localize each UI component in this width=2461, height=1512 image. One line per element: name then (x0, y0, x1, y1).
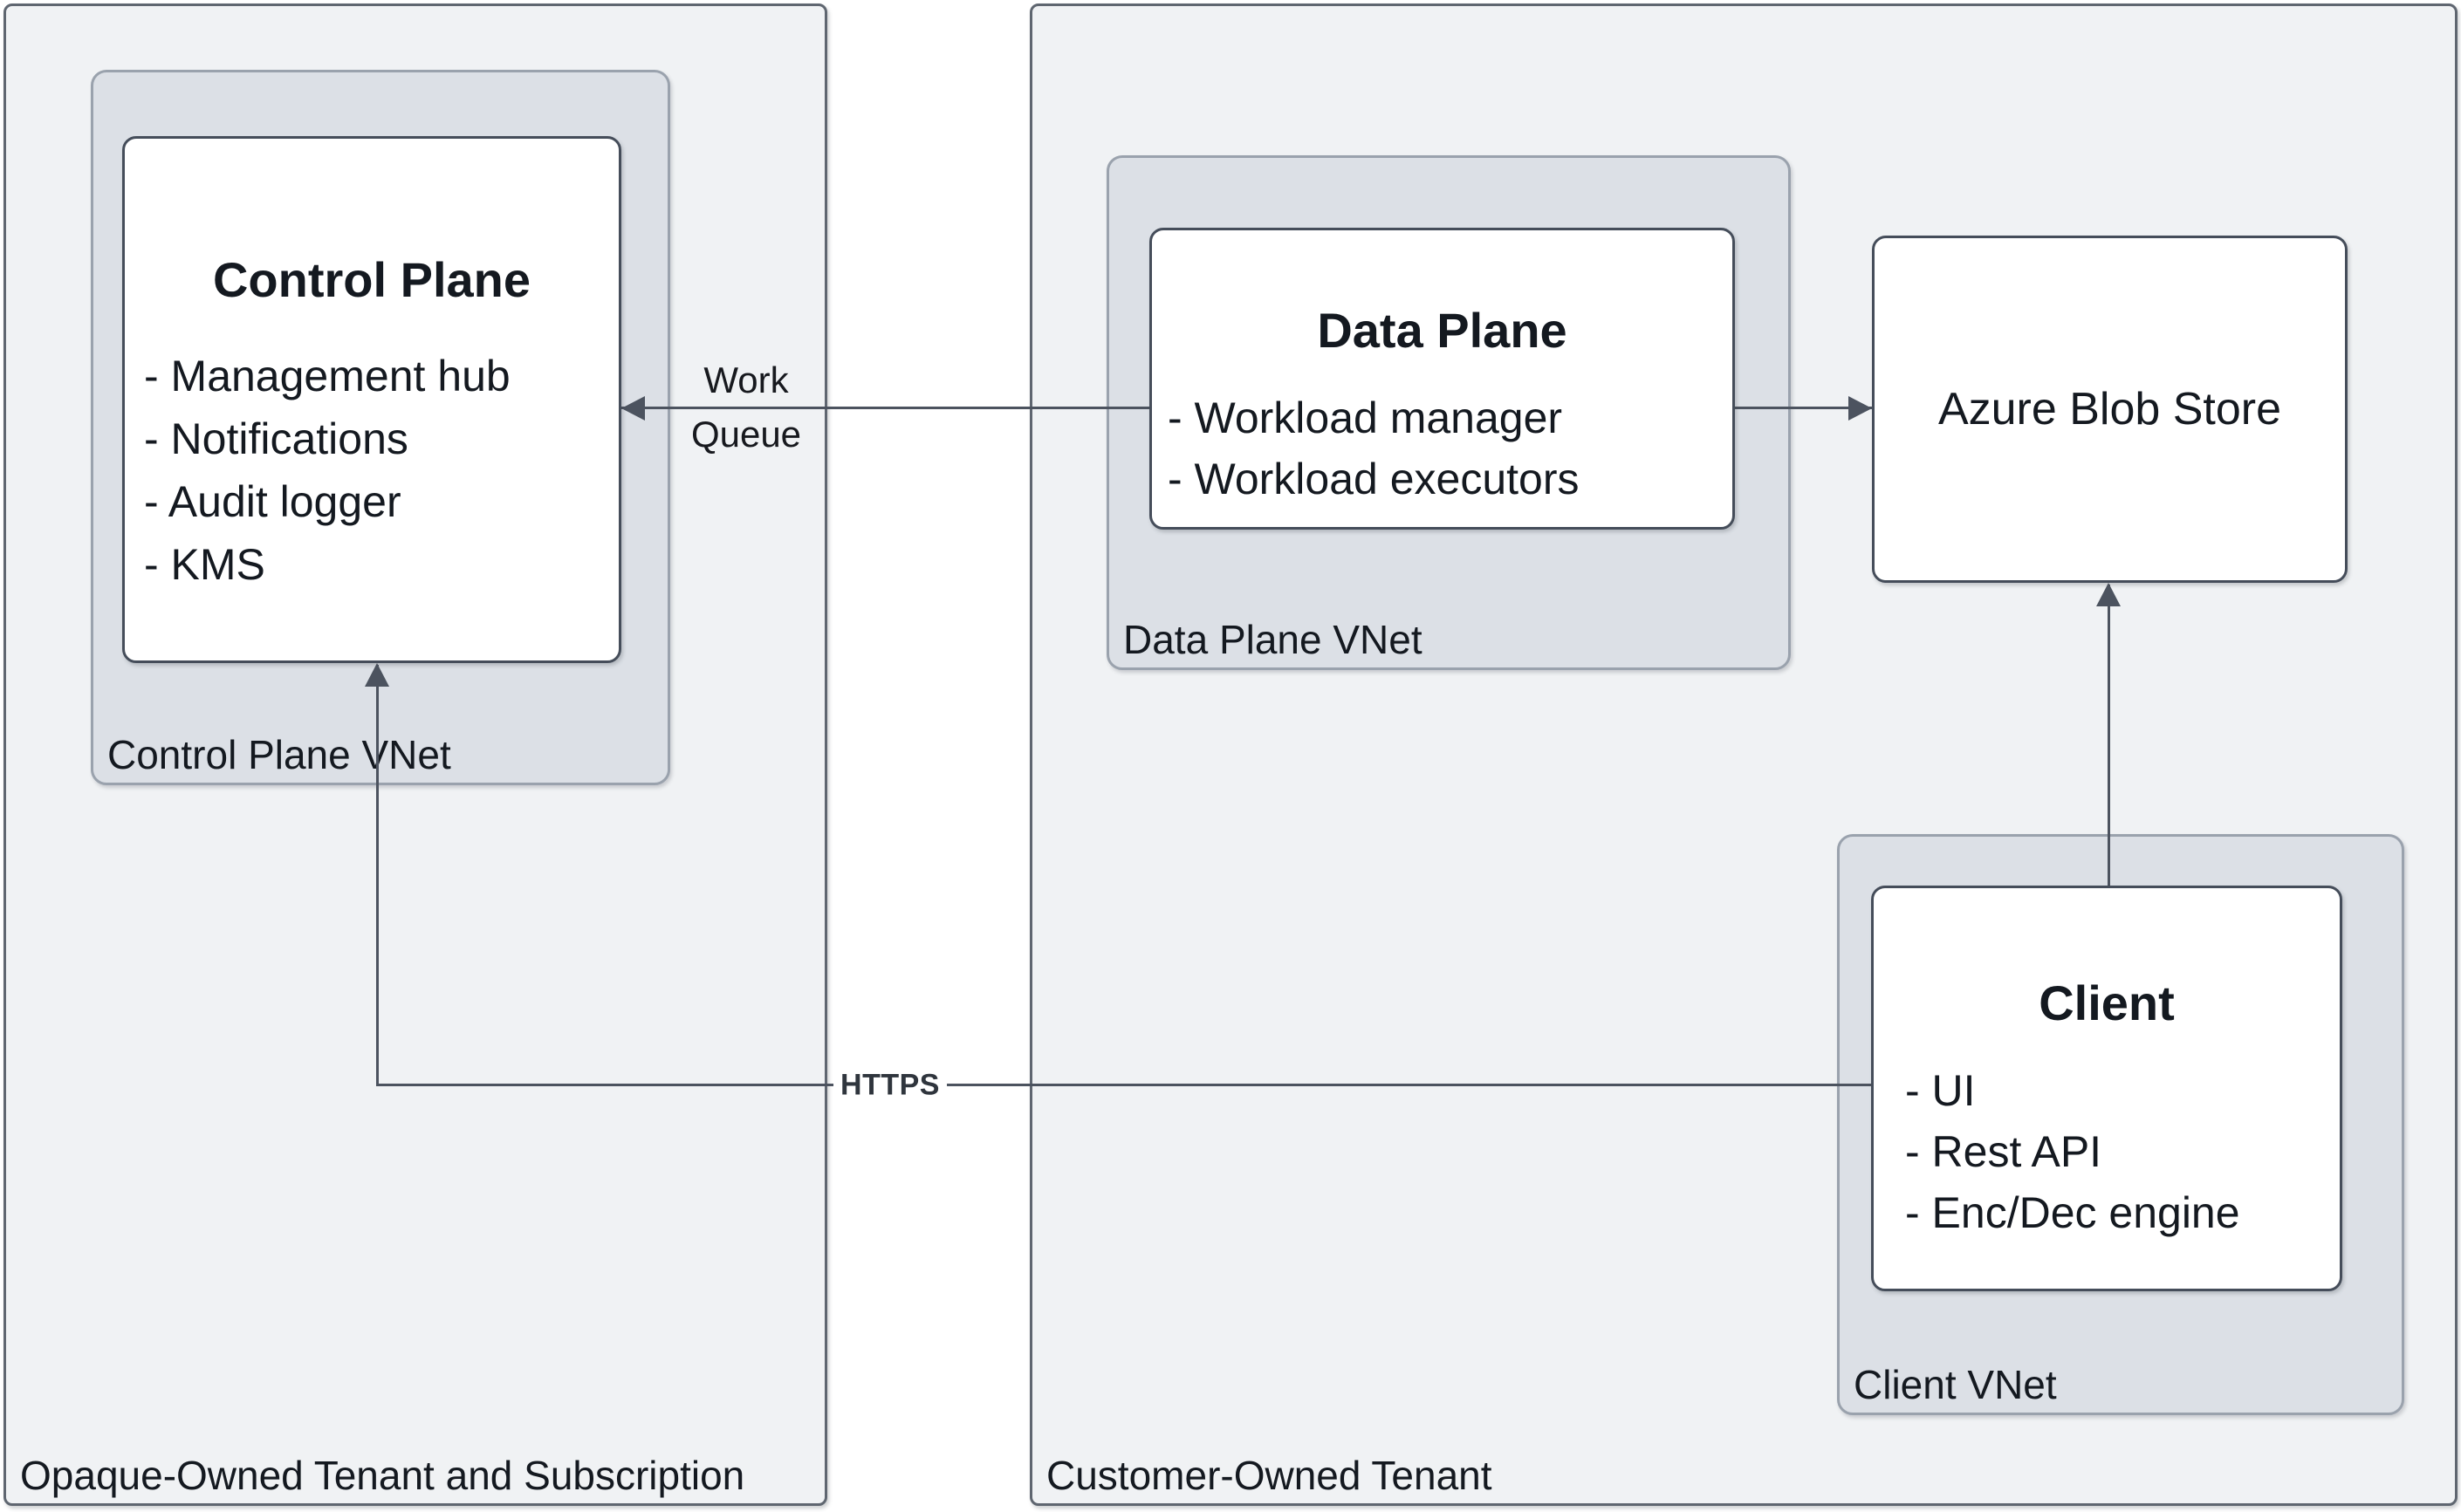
list-item: - Rest API (1905, 1127, 2102, 1176)
list-item: - Workload manager (1168, 393, 1563, 442)
arrowhead-right-icon (1848, 396, 1872, 421)
edge-data-plane-to-control-plane (621, 407, 1149, 409)
arrowhead-up-icon (2096, 583, 2121, 606)
container-label-opaque-tenant: Opaque-Owned Tenant and Subscription (20, 1453, 745, 1498)
list-item: - UI (1905, 1066, 1976, 1115)
node-control-plane: Control Plane - Management hub - Notific… (122, 136, 621, 663)
node-title-data-plane: Data Plane (1317, 303, 1567, 359)
node-items-control-plane: - Management hub - Notifications - Audit… (144, 345, 511, 596)
node-azure-blob-store: Azure Blob Store (1872, 236, 2348, 583)
container-label-client-vnet: Client VNet (1854, 1362, 2057, 1407)
node-items-client: - UI - Rest API - Enc/Dec engine (1905, 1060, 2240, 1243)
list-item: - KMS (144, 540, 265, 589)
container-label-control-plane-vnet: Control Plane VNet (107, 732, 451, 777)
list-item: - Notifications (144, 414, 408, 463)
node-title-client: Client (2039, 975, 2175, 1031)
edge-data-plane-to-blob-store (1735, 407, 1872, 409)
node-client: Client - UI - Rest API - Enc/Dec engine (1871, 886, 2342, 1291)
list-item: - Audit logger (144, 477, 401, 526)
edge-label-work-queue: Work Queue (663, 353, 829, 462)
container-label-data-plane-vnet: Data Plane VNet (1123, 617, 1422, 662)
edge-label-work-queue-line2: Queue (690, 414, 802, 455)
edge-client-to-blob-store (2108, 585, 2110, 886)
arrowhead-up-icon (365, 663, 389, 687)
edge-client-to-control-plane-vertical (376, 665, 379, 1086)
list-item: - Enc/Dec engine (1905, 1188, 2240, 1237)
edge-label-https: HTTPS (833, 1066, 947, 1105)
node-title-azure-blob-store: Azure Blob Store (1937, 384, 2282, 434)
arrowhead-left-icon (621, 396, 645, 421)
list-item: - Management hub (144, 352, 511, 400)
node-items-data-plane: - Workload manager - Workload executors (1168, 387, 1579, 510)
node-data-plane: Data Plane - Workload manager - Workload… (1149, 228, 1735, 530)
edge-label-work-queue-line1: Work (703, 359, 789, 400)
edge-client-to-control-plane-horizontal (376, 1084, 1871, 1086)
list-item: - Workload executors (1168, 455, 1580, 503)
node-title-control-plane: Control Plane (212, 252, 531, 308)
container-label-customer-tenant: Customer-Owned Tenant (1046, 1453, 1492, 1498)
